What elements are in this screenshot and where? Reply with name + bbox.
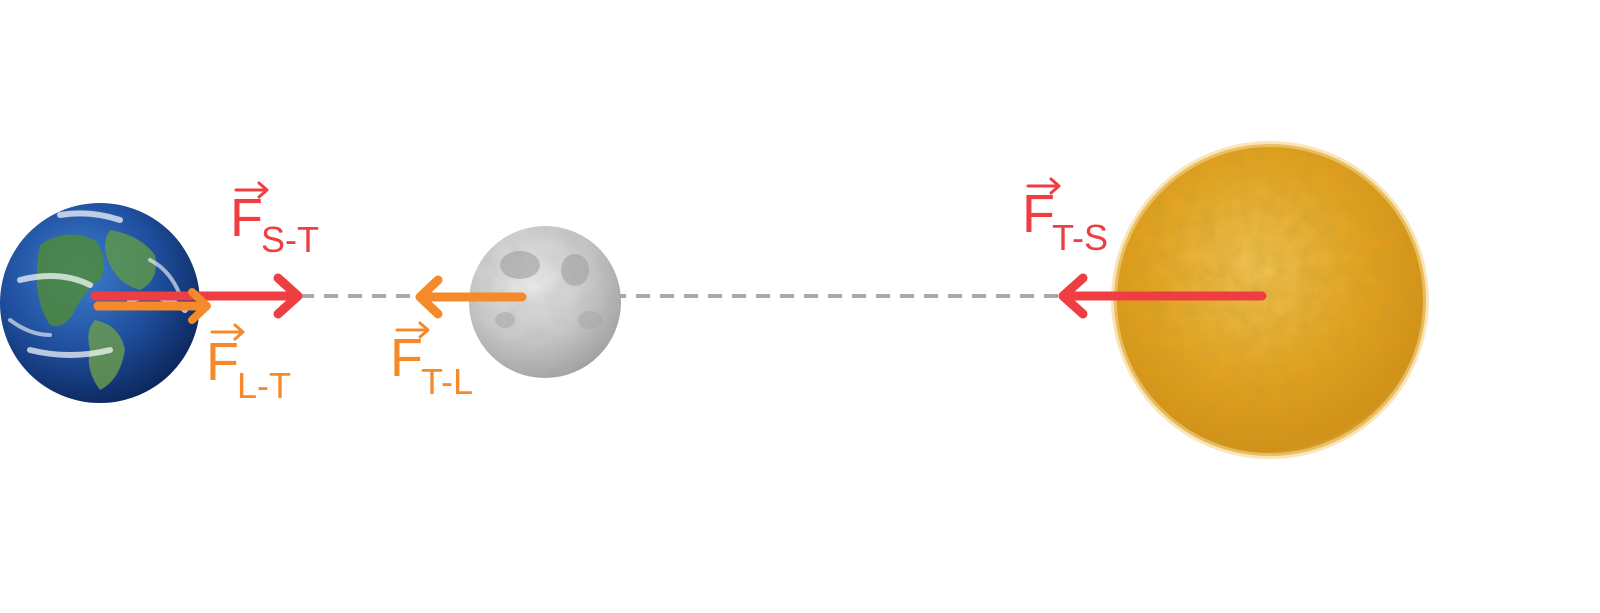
label-f-s-t: F S-T	[230, 181, 319, 260]
force-symbol: F	[1022, 184, 1055, 244]
label-f-t-s: F T-S	[1022, 177, 1108, 258]
force-subscript: T-S	[1052, 217, 1108, 258]
moon-icon	[469, 226, 621, 378]
vector-arrowhead-icon	[257, 181, 269, 199]
vector-arrowhead-icon	[233, 323, 245, 341]
force-arrow-t-l	[415, 275, 527, 319]
vector-arrowhead-icon	[418, 321, 430, 339]
force-arrow-l-t	[93, 288, 211, 324]
force-subscript: T-L	[421, 361, 473, 402]
force-subscript: L-T	[237, 365, 291, 406]
label-f-l-t: F L-T	[206, 323, 291, 406]
vector-arrowhead-icon	[1049, 177, 1061, 195]
force-symbol: F	[230, 188, 263, 248]
force-symbol: F	[206, 332, 239, 392]
force-arrow-t-s	[1058, 273, 1267, 319]
label-f-t-l: F T-L	[390, 321, 473, 402]
force-subscript: S-T	[261, 219, 319, 260]
force-symbol: F	[390, 328, 423, 388]
sun-icon	[1111, 141, 1429, 459]
